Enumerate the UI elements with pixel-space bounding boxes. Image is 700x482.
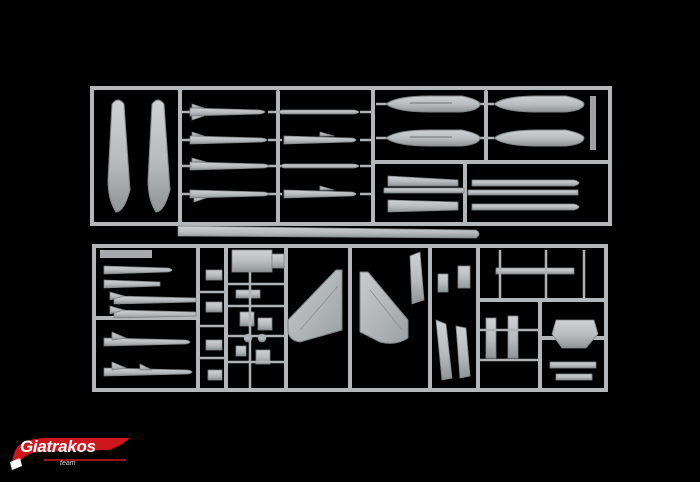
logo-swoosh (12, 438, 131, 466)
tall-parts-right (409, 251, 471, 381)
missiles-column-2 (278, 109, 360, 199)
sprue-id-label (590, 96, 596, 150)
fuel-tanks (385, 95, 585, 147)
brand-logo-badge (10, 438, 131, 470)
tank-slot-details (410, 102, 452, 138)
right-runners (480, 250, 586, 362)
lower-sprue-frame (92, 244, 608, 392)
sprue-tag (100, 250, 152, 258)
brand-logo-text: Giatrakos (20, 437, 96, 456)
small-missiles (103, 265, 197, 377)
missiles-column-1 (189, 103, 270, 203)
small-parts-tree (205, 249, 285, 381)
pylons (383, 175, 580, 213)
right-small-parts (485, 267, 599, 381)
brand-logo-subtitle: team (60, 460, 76, 467)
logo-checker (10, 458, 22, 470)
wing-panel-lines (299, 285, 403, 331)
long-rod (177, 225, 480, 239)
tree-runners (198, 272, 286, 388)
drop-tanks-tall (107, 99, 171, 213)
